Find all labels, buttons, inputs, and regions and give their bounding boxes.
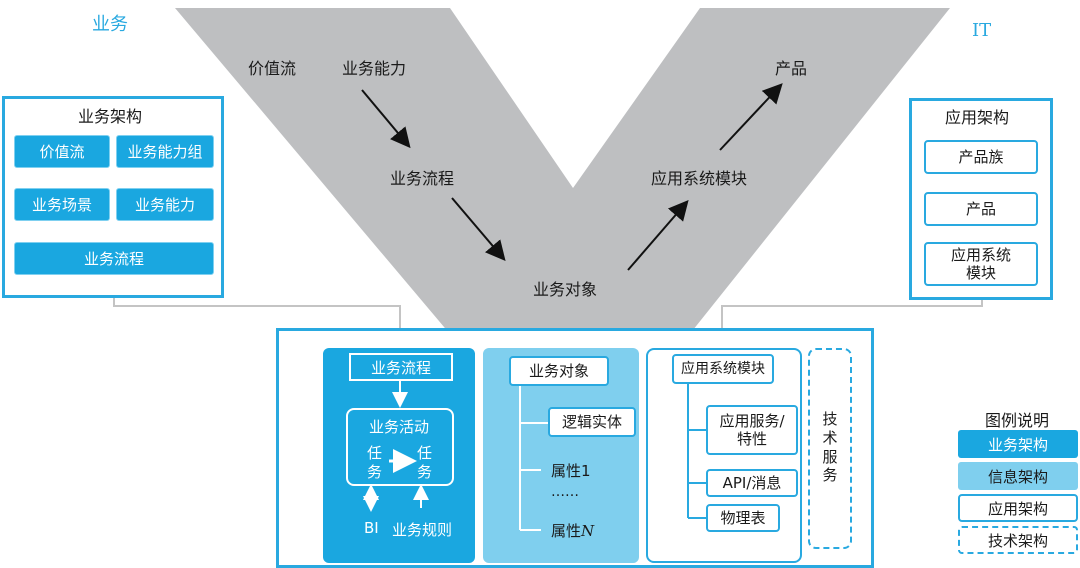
aa-app-module: 应用系统 模块 xyxy=(924,242,1038,286)
business-corner-label: 业务 xyxy=(92,14,128,35)
tech-service-box xyxy=(808,348,852,549)
it-corner-label: IT xyxy=(972,20,992,41)
pp-activity-label: 业务活动 xyxy=(369,418,430,436)
op-attrN-prefix: 属性 xyxy=(551,522,582,540)
legend-business: 业务架构 xyxy=(958,430,1078,458)
v-label-app-module: 应用系统模块 xyxy=(651,169,748,188)
tech-char-2: 术 xyxy=(822,428,838,447)
tech-service-label: 技 术 服 务 xyxy=(808,410,852,485)
v-label-capability: 业务能力 xyxy=(342,59,407,78)
legend-title: 图例说明 xyxy=(985,411,1050,430)
op-object-box: 业务对象 xyxy=(509,356,609,386)
aa-product-family: 产品族 xyxy=(924,140,1038,174)
arrow-object-to-module xyxy=(627,199,689,271)
legend-information: 信息架构 xyxy=(958,462,1078,490)
ba-value-stream: 价值流 xyxy=(14,135,110,168)
op-attrN: 属性N xyxy=(551,520,594,541)
ap-service-line2: 特性 xyxy=(736,430,767,448)
ap-module-box: 应用系统模块 xyxy=(672,354,774,384)
v-label-value-stream: 价值流 xyxy=(248,59,297,78)
ba-process: 业务流程 xyxy=(14,242,214,275)
pp-process-box: 业务流程 xyxy=(349,353,453,381)
tech-char-4: 务 xyxy=(822,466,838,485)
ba-capability-group: 业务能力组 xyxy=(116,135,214,168)
ap-table-box: 物理表 xyxy=(706,504,780,532)
tech-char-1: 技 xyxy=(822,410,838,428)
ba-scenario: 业务场景 xyxy=(14,188,110,221)
pp-task-b-line2: 务 xyxy=(417,463,433,481)
pp-activity-box xyxy=(346,408,454,486)
op-attr1: 属性1 xyxy=(551,462,591,480)
ap-api-box: API/消息 xyxy=(706,469,798,497)
v-label-product: 产品 xyxy=(775,59,808,78)
tech-char-3: 服 xyxy=(822,447,838,466)
aa-app-module-line1: 应用系统 xyxy=(950,246,1011,264)
v-label-object: 业务对象 xyxy=(533,280,598,299)
arrow-module-to-product xyxy=(719,83,783,151)
pp-internal-arrows xyxy=(363,381,429,512)
op-attrN-suffix: N xyxy=(581,522,595,540)
v-label-process: 业务流程 xyxy=(390,169,455,188)
op-entity-box: 逻辑实体 xyxy=(548,407,636,437)
ap-service-line1: 应用服务/ xyxy=(719,412,785,430)
aa-product: 产品 xyxy=(924,192,1038,226)
ba-capability: 业务能力 xyxy=(116,188,214,221)
ap-service-box: 应用服务/ 特性 xyxy=(706,405,798,455)
v-shape xyxy=(175,8,950,340)
pp-task-a-line2: 务 xyxy=(367,463,383,481)
pp-rules-label: 业务规则 xyxy=(392,521,453,539)
business-architecture-title: 业务架构 xyxy=(78,107,143,126)
pp-task-b-line1: 任 xyxy=(417,444,433,462)
aa-app-module-line2: 模块 xyxy=(965,264,996,282)
arrow-capability-to-process xyxy=(361,89,411,149)
arrow-process-to-object xyxy=(451,197,506,262)
legend-application: 应用架构 xyxy=(958,494,1078,522)
application-architecture-title: 应用架构 xyxy=(945,108,1010,127)
pp-task-a-line1: 任 xyxy=(367,444,383,462)
legend-technology: 技术架构 xyxy=(958,526,1078,554)
connector-app-to-module xyxy=(712,300,983,349)
pp-bi-label: BI xyxy=(364,519,379,537)
op-ellipsis: …… xyxy=(551,484,579,500)
op-tree-lines xyxy=(519,386,548,531)
ap-tree-lines xyxy=(687,384,706,519)
